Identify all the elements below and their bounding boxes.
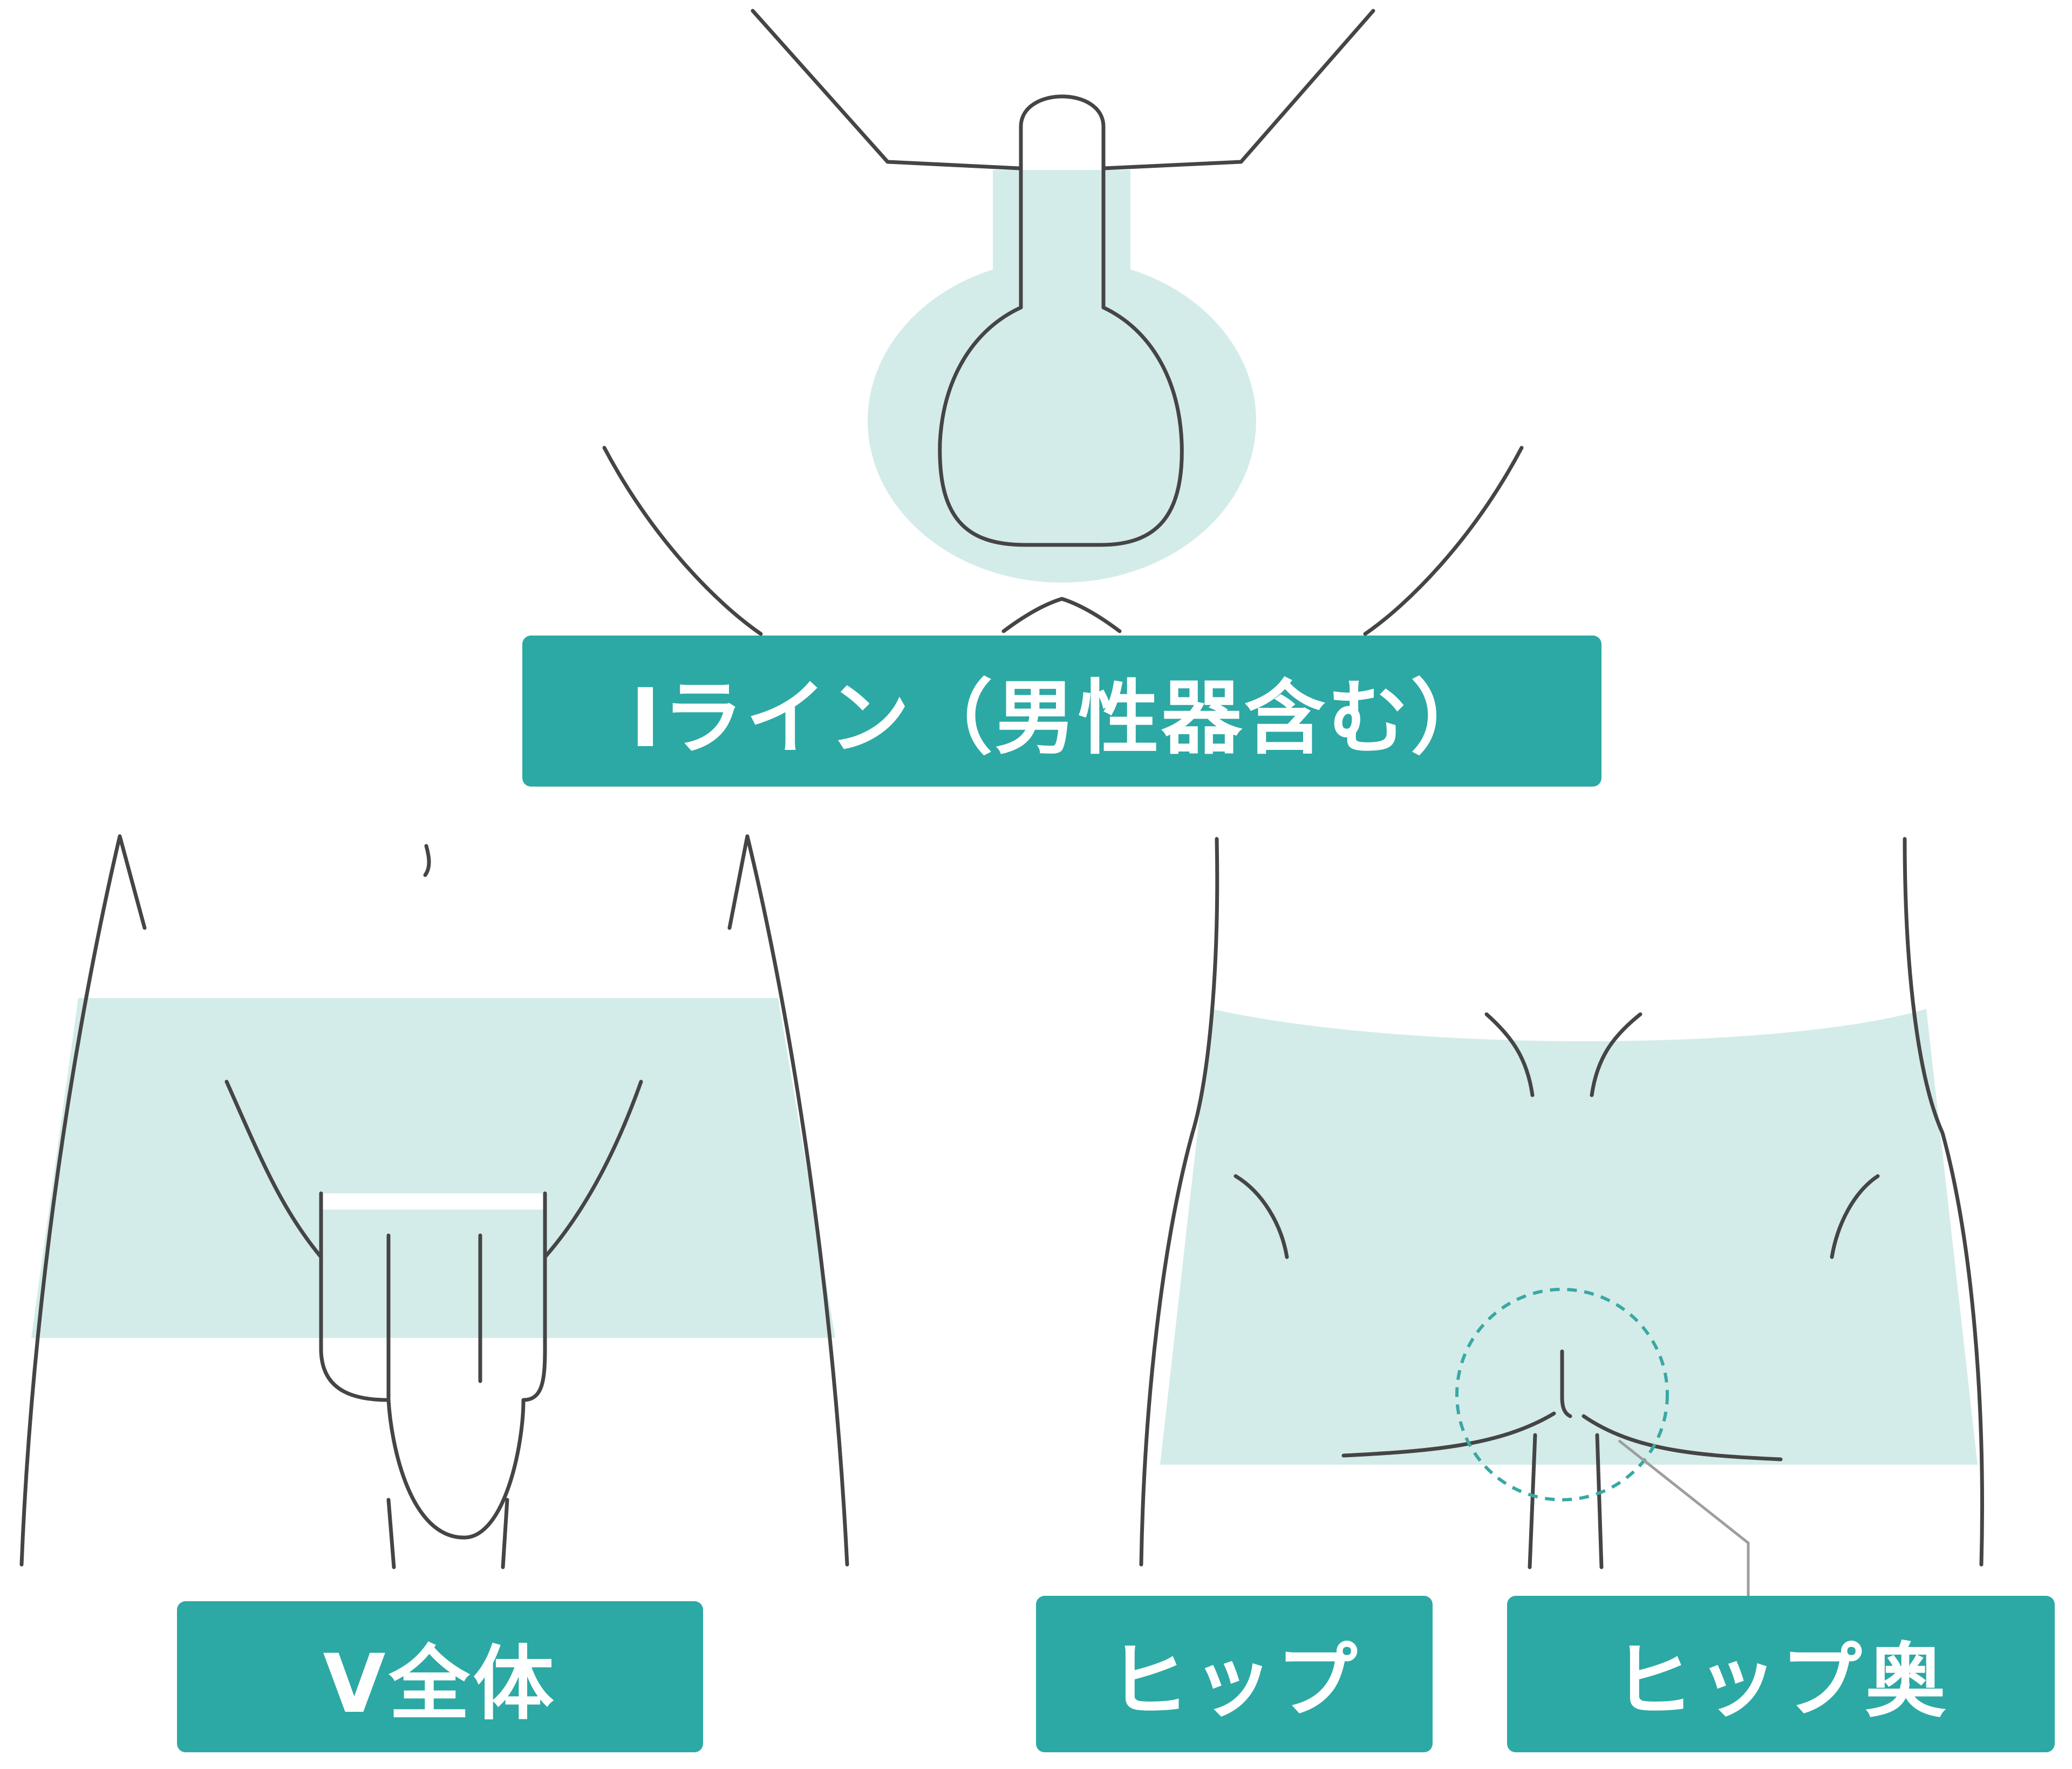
v-zone-highlight <box>31 998 835 1338</box>
navel-mark <box>425 846 429 875</box>
i-line-figure <box>604 11 1522 634</box>
left-thigh-line <box>604 448 761 634</box>
i-line-label: Iライン（男性器含む） <box>522 636 1601 787</box>
left-upper-torso-line <box>753 11 1020 168</box>
i-line-highlight <box>868 170 1256 583</box>
inner-leg-left <box>388 1500 394 1567</box>
v-zone-white-cover <box>321 1193 545 1210</box>
hip-figure <box>1141 839 1982 1597</box>
hip-inner-label: ヒップ奥 <box>1507 1596 2055 1752</box>
right-thigh-line <box>1365 448 1522 634</box>
inner-leg-right <box>503 1500 507 1567</box>
v-zone-figure <box>22 836 847 1567</box>
v-zone-label: V全体 <box>177 1601 703 1752</box>
hip-label: ヒップ <box>1036 1596 1433 1752</box>
crotch-dip-line <box>1004 599 1120 631</box>
right-upper-torso-line <box>1103 11 1373 168</box>
